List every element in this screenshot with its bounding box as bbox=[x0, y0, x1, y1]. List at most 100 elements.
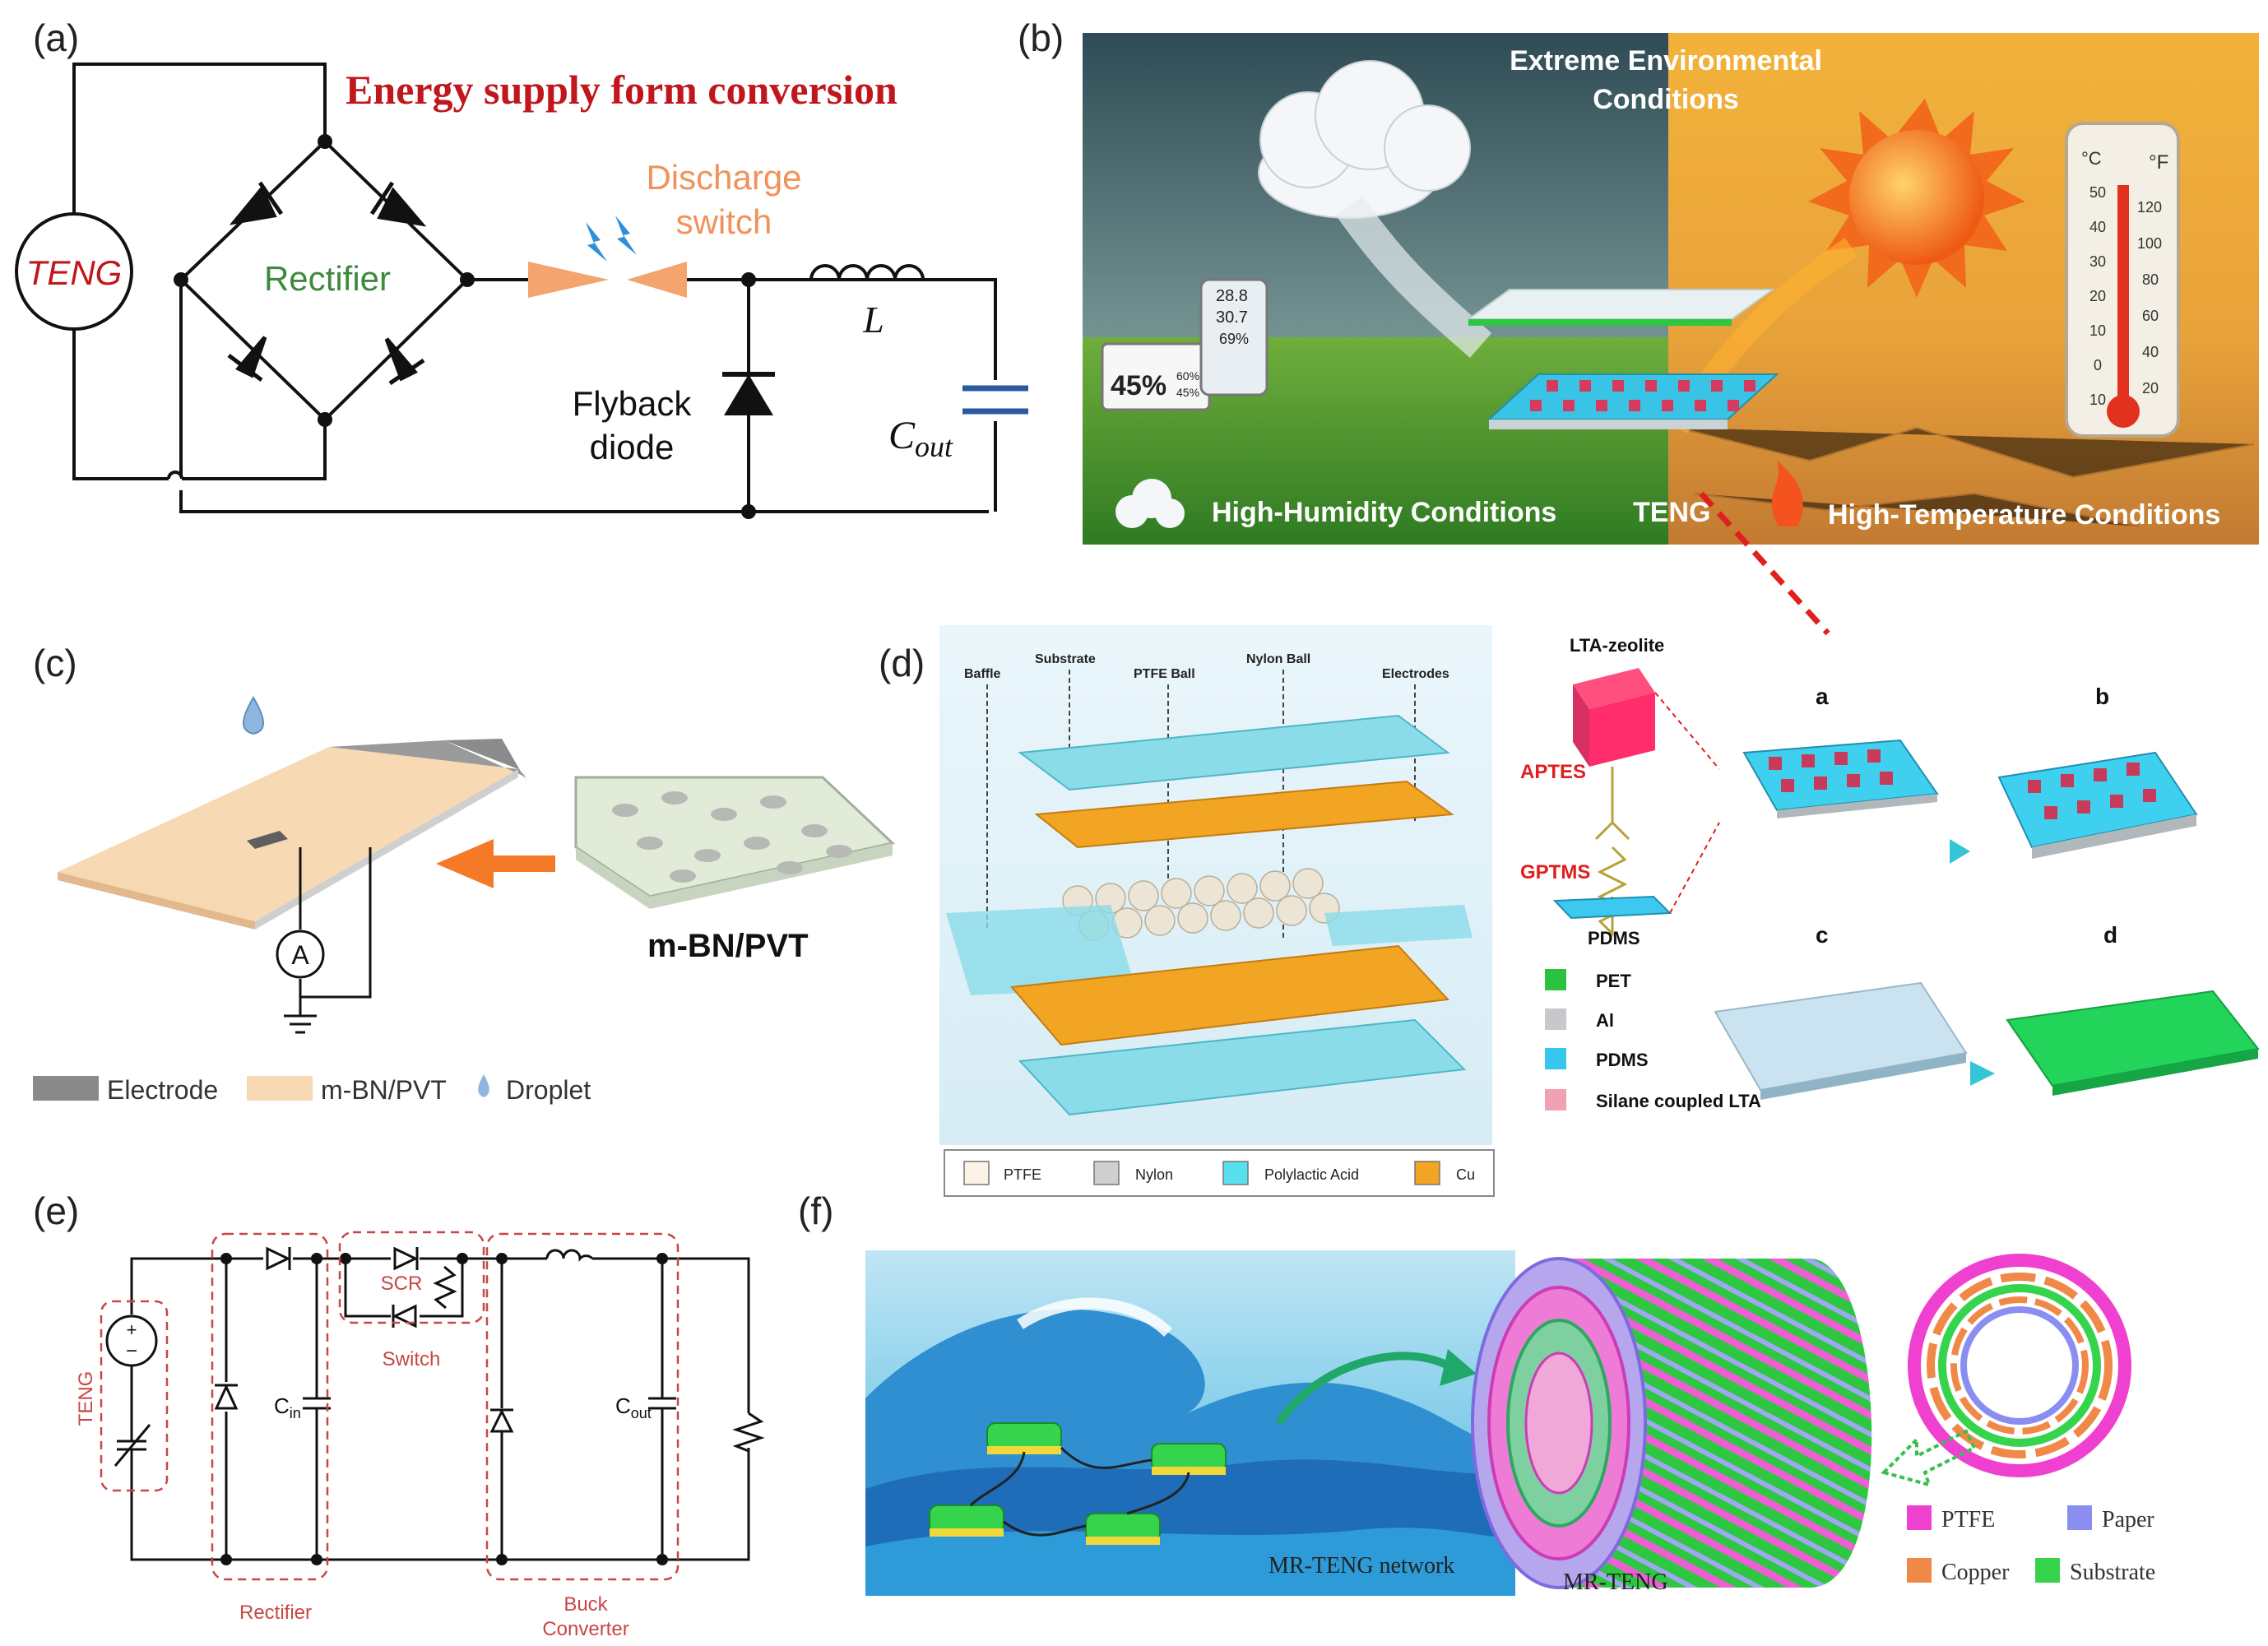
arrow-right-icon-2 bbox=[1970, 1061, 1995, 1086]
svg-text:A: A bbox=[291, 940, 309, 970]
legend-droplet-icon bbox=[478, 1074, 489, 1097]
teng-label: TENG bbox=[26, 253, 123, 292]
sub-label-d: d bbox=[2103, 922, 2117, 948]
panel-a-label: (a) bbox=[33, 16, 79, 59]
droplet-icon bbox=[243, 698, 263, 734]
callout-substrate: Substrate bbox=[1035, 652, 1096, 666]
panel-e-label: (e) bbox=[33, 1189, 79, 1232]
al-swatch bbox=[1545, 1008, 1566, 1030]
svg-text:45%: 45% bbox=[1176, 386, 1199, 399]
legend-electrode: Electrode bbox=[107, 1075, 218, 1105]
svg-text:−: − bbox=[126, 1340, 137, 1362]
teng-capacitance bbox=[117, 1365, 146, 1489]
svg-text:60%: 60% bbox=[1176, 369, 1199, 383]
svg-text:°F: °F bbox=[2149, 151, 2168, 174]
svg-text:69%: 69% bbox=[1219, 331, 1249, 347]
legend-film: m-BN/PVT bbox=[321, 1075, 447, 1105]
cin-label: Cin bbox=[274, 1393, 301, 1421]
svg-text:120: 120 bbox=[2137, 199, 2162, 216]
sub-label-c: c bbox=[1816, 922, 1829, 948]
legend-substrate-swatch bbox=[2035, 1558, 2060, 1583]
cout-label: Cout bbox=[615, 1393, 652, 1421]
rectifier-label: Rectifier bbox=[264, 259, 391, 298]
legend-copper-swatch bbox=[1907, 1558, 1932, 1583]
svg-text:20: 20 bbox=[2142, 380, 2159, 396]
legend-paper-swatch bbox=[2067, 1505, 2092, 1530]
cout-label: Cout bbox=[888, 414, 953, 463]
thermometer-icon: °C °F bbox=[2066, 123, 2178, 436]
legend-copper: Copper bbox=[1941, 1560, 2010, 1585]
callout-baffle: Baffle bbox=[964, 667, 1001, 681]
shunt-diode bbox=[216, 1387, 236, 1408]
lta-swatch bbox=[1545, 1089, 1566, 1110]
discharge-label-2: switch bbox=[676, 202, 772, 241]
panel-c-label: (c) bbox=[33, 642, 77, 684]
panel-b-title-1: Extreme Environmental bbox=[1510, 45, 1822, 77]
material-pet: PET bbox=[1596, 971, 1631, 991]
pet-swatch bbox=[1545, 969, 1566, 990]
material-label: m-BN/PVT bbox=[647, 928, 809, 964]
teng-scene-label: TENG bbox=[1633, 497, 1710, 528]
pdms-slab bbox=[1555, 897, 1670, 918]
switch-label: Switch bbox=[383, 1348, 441, 1370]
svg-text:80: 80 bbox=[2142, 271, 2159, 288]
svg-text:0: 0 bbox=[2094, 357, 2102, 373]
scr-icon bbox=[395, 1249, 415, 1268]
svg-text:40: 40 bbox=[2142, 344, 2159, 360]
mr-teng-cylinder bbox=[1473, 1259, 1871, 1588]
material-al: Al bbox=[1596, 1010, 1614, 1031]
freewheel-diode bbox=[492, 1412, 512, 1431]
legend-ptfe: PTFE bbox=[1941, 1507, 1995, 1532]
svg-text:30: 30 bbox=[2089, 253, 2106, 270]
pdms-label: PDMS bbox=[1588, 928, 1640, 948]
device-label: MR-TENG bbox=[1563, 1569, 1668, 1595]
pdms-swatch bbox=[1545, 1048, 1566, 1069]
flyback-diode bbox=[724, 374, 773, 415]
legend-electrode-swatch bbox=[33, 1076, 99, 1101]
panel-a-title: Energy supply form conversion bbox=[346, 67, 897, 113]
svg-text:30.7: 30.7 bbox=[1216, 308, 1248, 327]
temperature-label: High-Temperature Conditions bbox=[1828, 499, 2220, 531]
sub-b-plate bbox=[1999, 753, 2196, 847]
network-label: MR-TENG network bbox=[1269, 1553, 1454, 1579]
legend-film-swatch bbox=[247, 1076, 313, 1101]
arrow-left-icon bbox=[436, 839, 555, 888]
teng-bottom-plate bbox=[1489, 374, 1777, 420]
lta-cube bbox=[1573, 668, 1655, 767]
svg-text:40: 40 bbox=[2089, 219, 2106, 235]
svg-text:60: 60 bbox=[2142, 308, 2159, 324]
rectifier-group-label: Rectifier bbox=[239, 1602, 312, 1624]
panel-b-title-2: Conditions bbox=[1593, 84, 1739, 115]
legend-substrate: Substrate bbox=[2070, 1560, 2155, 1585]
teng-group-label: TENG bbox=[75, 1371, 97, 1426]
sub-label-a: a bbox=[1816, 684, 1829, 709]
mbn-pvt-tray bbox=[576, 777, 893, 909]
scr-label: SCR bbox=[381, 1273, 423, 1295]
svg-text:10: 10 bbox=[2089, 392, 2106, 408]
discharge-label-1: Discharge bbox=[646, 158, 801, 197]
series-diode bbox=[267, 1249, 288, 1268]
sub-c-plate bbox=[1715, 983, 1966, 1090]
legend-cu: Cu bbox=[1456, 1166, 1475, 1183]
buck-label-1: Buck bbox=[564, 1593, 608, 1616]
legend-pla: Polylactic Acid bbox=[1264, 1166, 1359, 1183]
material-silane-lta: Silane coupled LTA bbox=[1596, 1091, 1761, 1111]
cross-section-rings bbox=[1914, 1260, 2125, 1471]
panel-f: (f) MR-TENG network bbox=[798, 1189, 2155, 1596]
inductor-label: L bbox=[862, 299, 884, 341]
humidity-label: High-Humidity Conditions bbox=[1212, 497, 1556, 528]
panel-a: (a) Energy supply form conversion bbox=[16, 16, 1028, 519]
legend-droplet: Droplet bbox=[506, 1075, 591, 1105]
callout-electrodes: Electrodes bbox=[1382, 667, 1449, 681]
svg-text:20: 20 bbox=[2089, 288, 2106, 304]
panel-b: (b) 45% 60% 45% 28.8 30.7 69% bbox=[1018, 16, 2259, 633]
svg-text:50: 50 bbox=[2089, 184, 2106, 201]
material-pdms: PDMS bbox=[1596, 1050, 1649, 1070]
svg-text:28.8: 28.8 bbox=[1216, 287, 1248, 305]
panel-e: (e) bbox=[33, 1189, 761, 1640]
gptms-label: GPTMS bbox=[1520, 861, 1590, 883]
svg-text:10: 10 bbox=[2089, 322, 2106, 339]
legend-ptfe-swatch bbox=[1907, 1505, 1932, 1530]
panel-d: (d) Baffle Substrate PTFE Ball Nylon Bal… bbox=[879, 625, 2258, 1196]
svg-text:+: + bbox=[127, 1319, 137, 1340]
